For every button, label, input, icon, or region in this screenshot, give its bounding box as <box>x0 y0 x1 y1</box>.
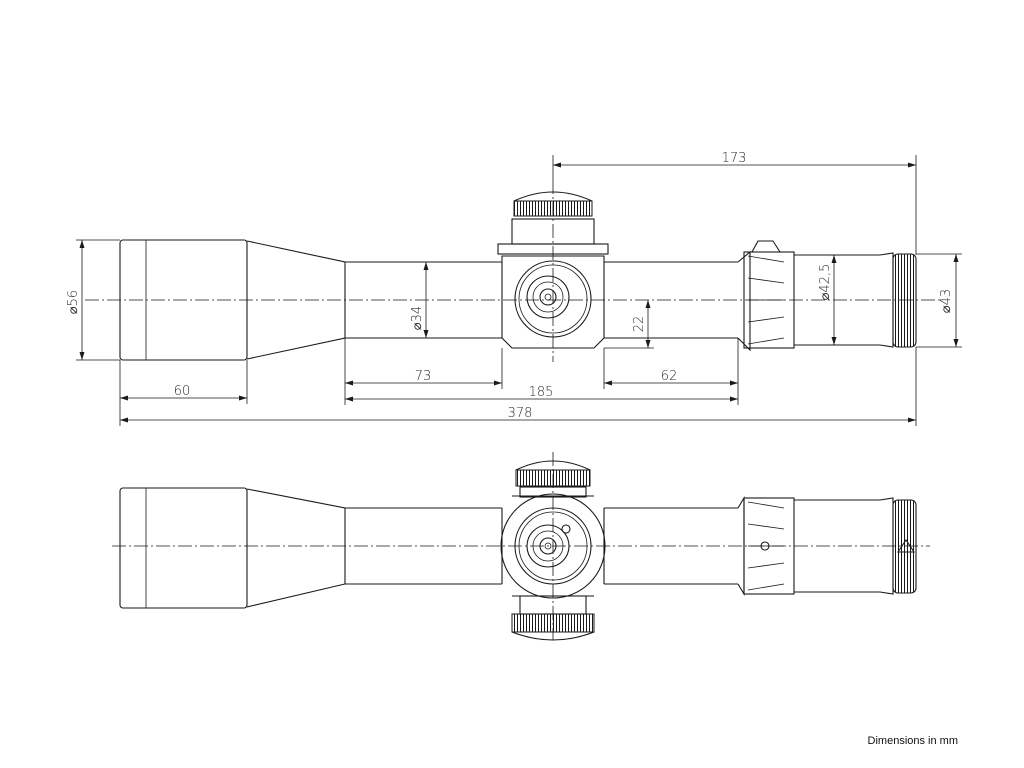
warning-triangle-icon <box>896 539 916 553</box>
side-view: 173 378 185 60 73 62 ⌀56 ⌀34 22 ⌀42,5 ⌀4… <box>66 151 962 426</box>
dim-label-diameter-42-5: ⌀42,5 <box>818 264 833 301</box>
eyepiece-lower <box>879 497 917 595</box>
dim-label-378: 378 <box>508 406 533 421</box>
turret-housing <box>497 180 609 362</box>
main-tube <box>345 261 738 339</box>
turret-housing-lower <box>500 452 606 641</box>
dim-label-62: 62 <box>661 369 678 384</box>
dimension-lines <box>76 155 962 426</box>
dim-label-22: 22 <box>632 316 647 333</box>
dim-label-diameter-34: ⌀34 <box>410 306 425 330</box>
dim-label-diameter-56: ⌀56 <box>66 290 81 314</box>
units-note: Dimensions in mm <box>867 735 958 747</box>
eyepiece <box>879 252 917 348</box>
objective-bell-lower <box>119 487 346 609</box>
dim-label-185: 185 <box>529 385 554 400</box>
dim-label-173: 173 <box>722 151 747 166</box>
main-tube-lower <box>345 507 738 585</box>
dim-label-73: 73 <box>415 369 432 384</box>
dim-label-60: 60 <box>174 384 191 399</box>
magnification-ring-lower <box>737 496 880 596</box>
dim-label-diameter-43: ⌀43 <box>939 289 954 313</box>
objective-bell <box>119 239 346 361</box>
magnification-ring <box>737 240 880 352</box>
top-view <box>112 452 930 641</box>
dimension-labels: 173 378 185 60 73 62 ⌀56 ⌀34 22 ⌀42,5 ⌀4… <box>66 151 954 421</box>
